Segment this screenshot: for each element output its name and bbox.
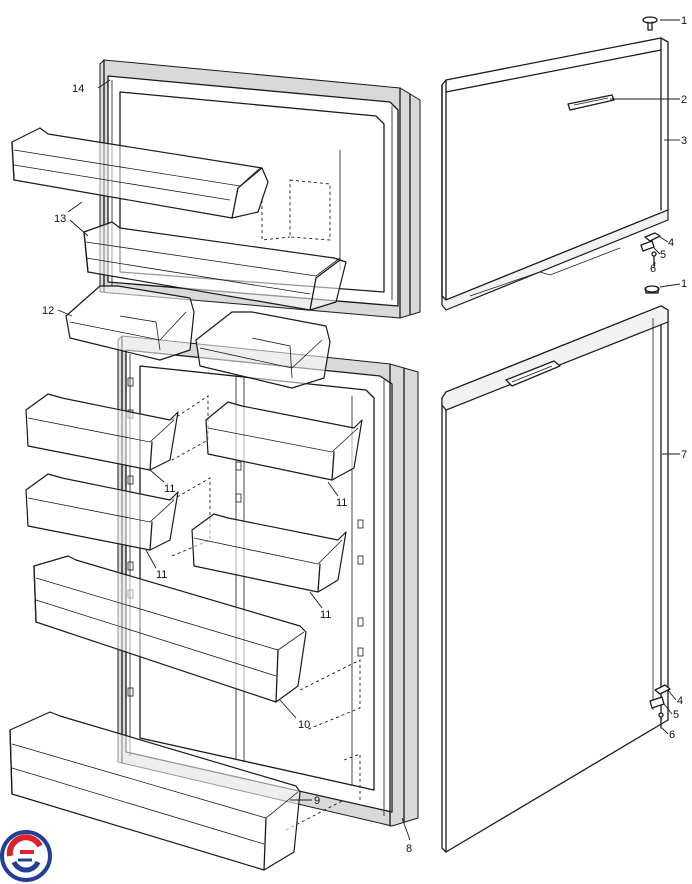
door-shelf-middle-right [191,513,347,593]
bottle-shelf [33,555,307,703]
callout-11-upper-right: 11 [336,497,347,509]
fridge-door-outer [441,305,669,853]
callout-10: 10 [298,719,310,731]
dairy-compartment-left [65,285,195,361]
circular-swirl-logo [0,830,52,882]
door-shelf-middle-left [25,473,179,551]
callout-labels: 1 2 3 4 5 6 1 7 4 5 6 8 9 10 11 11 11 11… [42,15,687,855]
door-shelf-upper-left [25,393,179,471]
callout-8: 8 [406,843,412,855]
freezer-door-bin-lower [83,221,347,311]
callout-11-lower-right: 11 [320,609,331,621]
door-shelf-upper-right [205,401,363,481]
freezer-hinge-parts [640,232,661,266]
callout-1-top: 1 [681,15,687,27]
callout-4-upper: 4 [668,237,674,249]
callout-11-lower-left: 11 [156,569,167,581]
dairy-compartment-right [195,311,331,389]
freezer-door-outer [441,37,669,311]
callout-2: 2 [681,94,687,106]
callout-13: 13 [54,213,66,225]
callout-11-upper-left: 11 [164,483,175,495]
callout-12: 12 [42,305,54,317]
callout-9: 9 [314,795,320,807]
callout-6-upper: 6 [650,263,656,275]
callout-6-lower: 6 [669,729,675,741]
callout-7: 7 [681,449,687,461]
callout-4-lower: 4 [677,695,683,707]
fridge-hinge-parts [649,684,671,729]
freezer-door-bin-upper [11,127,269,219]
callout-5-lower: 5 [673,709,679,721]
callout-3: 3 [681,135,687,147]
upper-hinge-pin [642,16,660,294]
callout-1-middle: 1 [681,278,687,290]
leader-lines [57,19,681,841]
callout-5-upper: 5 [660,249,666,261]
callout-14: 14 [72,83,84,95]
bottom-bottle-shelf [9,711,301,871]
